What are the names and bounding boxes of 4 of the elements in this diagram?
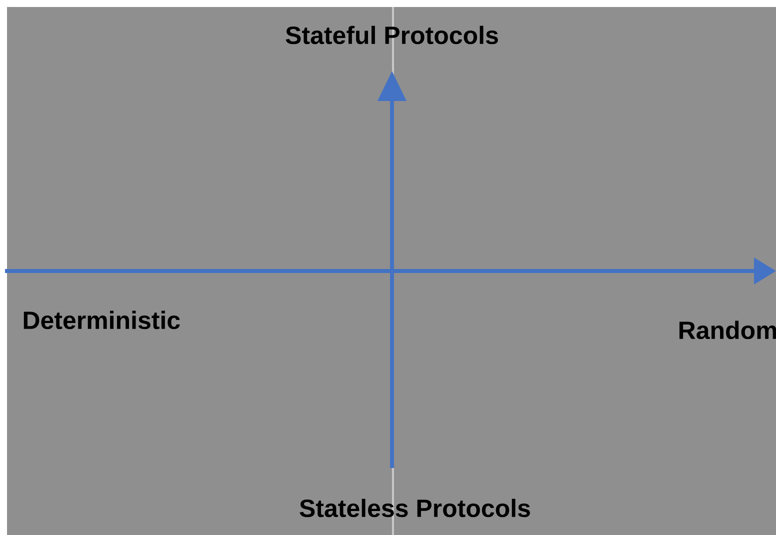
axis-label: Deterministic — [24, 310, 180, 330]
axis-label: Stateful Protocols — [286, 26, 498, 44]
axis-label: Stateless Protocols — [300, 498, 530, 518]
axis-label: Random — [679, 320, 776, 340]
